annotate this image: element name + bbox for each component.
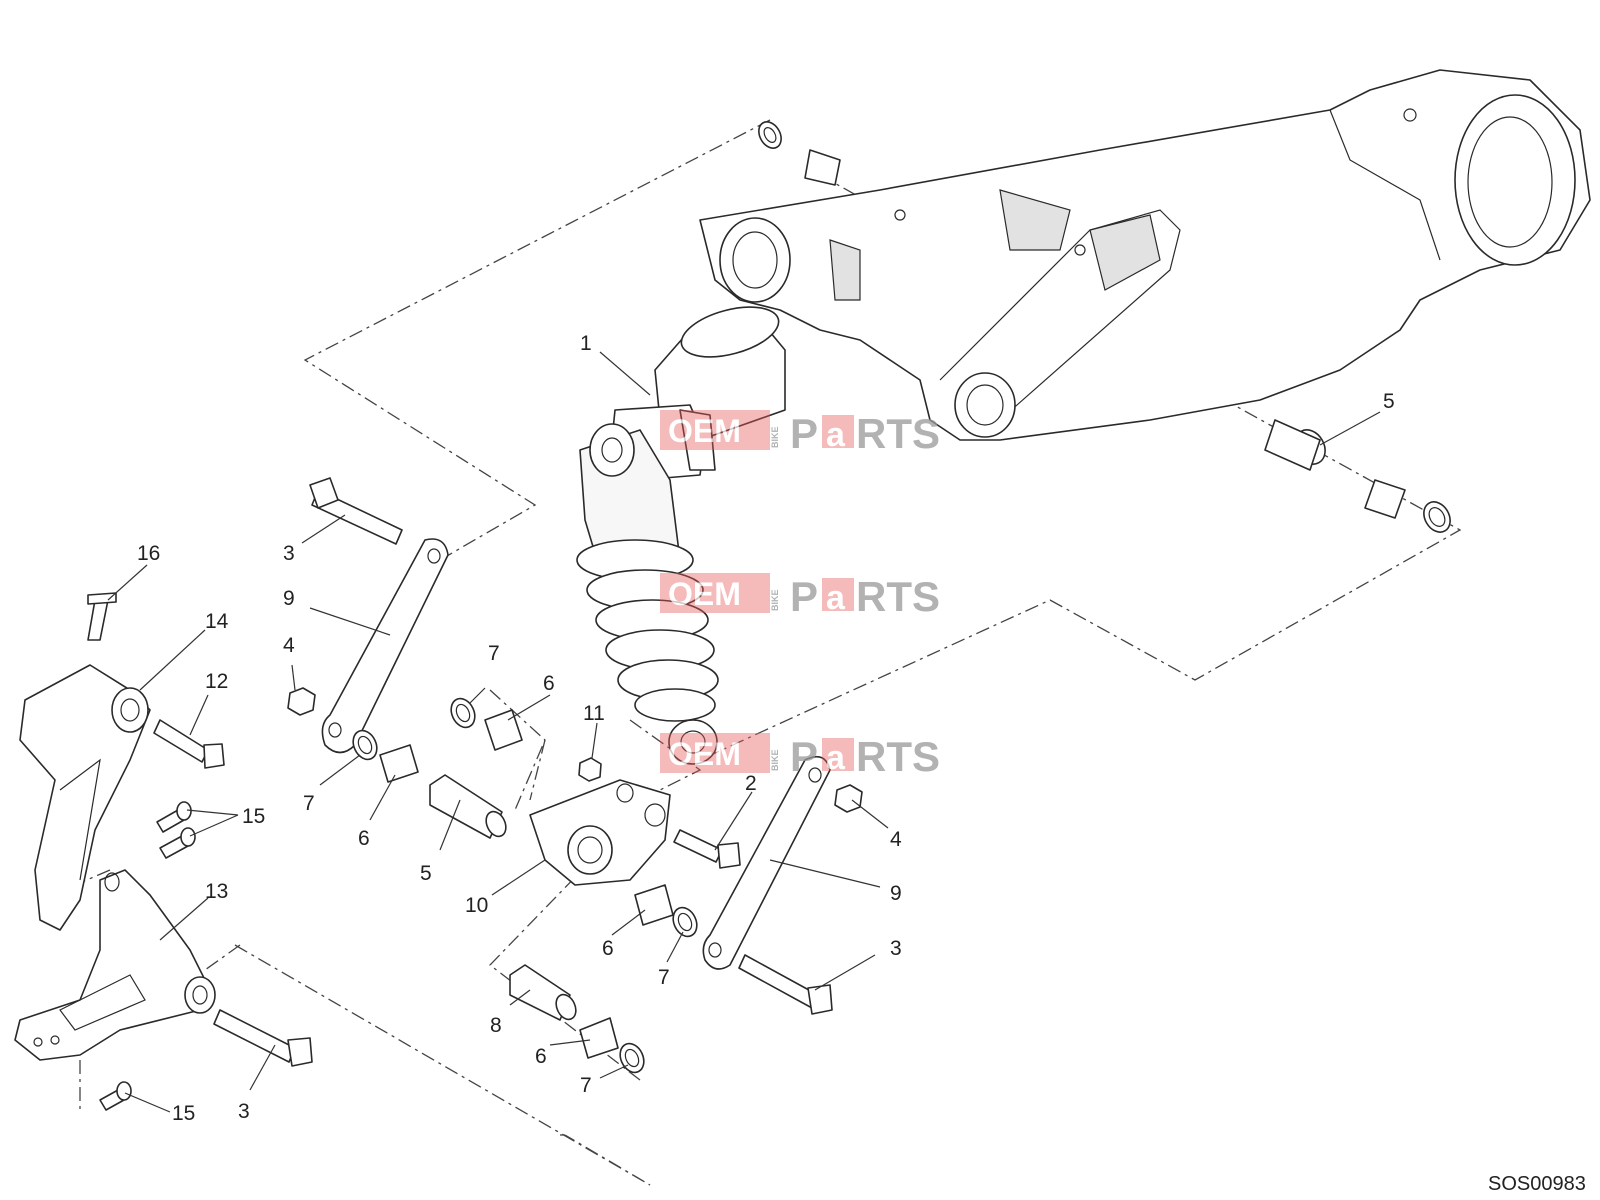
bushing-6-d xyxy=(579,1017,619,1059)
callout-labels: 1 2 3 3 3 4 4 5 5 6 6 6 6 7 7 7 7 8 9 9 … xyxy=(137,332,1395,1125)
svg-text:BIKE: BIKE xyxy=(770,589,780,611)
linkage-rod-right xyxy=(702,755,831,970)
callout-4-right: 4 xyxy=(890,828,902,851)
callout-7-c: 7 xyxy=(658,966,670,989)
bolt-15-upper-b xyxy=(159,827,196,859)
bolt-16 xyxy=(87,592,117,641)
bolt-2 xyxy=(673,829,741,869)
callout-5-left: 5 xyxy=(420,862,432,885)
svg-text:BIKE: BIKE xyxy=(770,426,780,448)
svg-text:BIKE: BIKE xyxy=(770,749,780,771)
callout-6-d: 6 xyxy=(535,1045,547,1068)
watermark-top: OEM BIKE P a RTS xyxy=(660,410,940,457)
watermark-bottom: OEM BIKE P a RTS xyxy=(660,733,940,780)
bolt-12 xyxy=(153,719,225,769)
shock-spring xyxy=(576,539,719,722)
bolt-3-upper xyxy=(309,477,403,545)
callout-6-b: 6 xyxy=(543,672,555,695)
callout-8: 8 xyxy=(490,1014,502,1037)
callout-7-a: 7 xyxy=(303,792,315,815)
callout-3-upper: 3 xyxy=(283,542,295,565)
footpeg-bracket-14 xyxy=(19,664,151,931)
callout-13: 13 xyxy=(205,880,228,903)
rear-shock-absorber xyxy=(576,306,786,765)
callout-16: 16 xyxy=(137,542,160,565)
seal-7-c xyxy=(672,906,698,938)
callout-1: 1 xyxy=(580,332,592,355)
seal-7-b xyxy=(450,697,476,729)
linkage-rod-left xyxy=(321,538,449,754)
bushings xyxy=(379,709,674,1059)
svg-text:OEM: OEM xyxy=(668,736,741,772)
callout-4-left: 4 xyxy=(283,634,295,657)
svg-text:OEM: OEM xyxy=(668,413,741,449)
bushing-6-b xyxy=(484,709,523,751)
callout-3-bottom: 3 xyxy=(238,1100,250,1123)
svg-text:P: P xyxy=(790,733,818,780)
nuts xyxy=(287,687,863,813)
svg-text:P: P xyxy=(790,573,818,620)
svg-text:a: a xyxy=(826,579,846,617)
swingarm xyxy=(699,69,1591,441)
bolts xyxy=(87,477,833,1111)
callout-14: 14 xyxy=(205,610,229,633)
bolt-3-bottom xyxy=(213,1009,313,1067)
callout-7-d: 7 xyxy=(580,1074,592,1097)
callout-12: 12 xyxy=(205,670,228,693)
callout-3-right: 3 xyxy=(890,937,902,960)
callout-11: 11 xyxy=(583,702,605,725)
nut-11 xyxy=(578,757,602,782)
linkage-rocker xyxy=(529,779,671,886)
bushing-6-c xyxy=(634,884,674,926)
swingarm-pivot-hardware xyxy=(758,121,1451,533)
seal-7-a xyxy=(352,729,378,761)
seal-7-d xyxy=(619,1042,645,1074)
svg-text:RTS: RTS xyxy=(856,573,940,620)
bushing-6-a xyxy=(379,744,419,783)
svg-text:a: a xyxy=(826,416,846,454)
callout-9-right: 9 xyxy=(890,882,902,905)
nut-4-right xyxy=(834,784,863,813)
watermark-middle: OEM BIKE P a RTS xyxy=(660,573,940,620)
callout-6-a: 6 xyxy=(358,827,370,850)
svg-text:RTS: RTS xyxy=(856,410,940,457)
bolt-3-right xyxy=(738,954,833,1015)
callout-9-left: 9 xyxy=(283,587,295,610)
seals xyxy=(352,697,698,1074)
nut-4-left xyxy=(287,687,316,716)
callout-15-bottom: 15 xyxy=(172,1102,195,1125)
svg-text:OEM: OEM xyxy=(668,576,741,612)
callout-2: 2 xyxy=(745,772,757,795)
svg-text:P: P xyxy=(790,410,818,457)
callout-5-right: 5 xyxy=(1383,390,1395,413)
bolt-15-upper-a xyxy=(156,801,192,833)
leader-lines xyxy=(107,351,1381,1113)
callout-10: 10 xyxy=(465,894,488,917)
svg-text:a: a xyxy=(826,739,846,777)
callout-15-upper: 15 xyxy=(242,805,265,828)
spacers xyxy=(429,774,577,1021)
callout-6-c: 6 xyxy=(602,937,614,960)
bolt-15-bottom xyxy=(99,1081,132,1111)
callout-7-b: 7 xyxy=(488,642,500,665)
svg-text:RTS: RTS xyxy=(856,733,940,780)
footpeg-bracket-13 xyxy=(14,869,216,1061)
drawing-reference-code: SOS00983 xyxy=(1488,1173,1586,1195)
